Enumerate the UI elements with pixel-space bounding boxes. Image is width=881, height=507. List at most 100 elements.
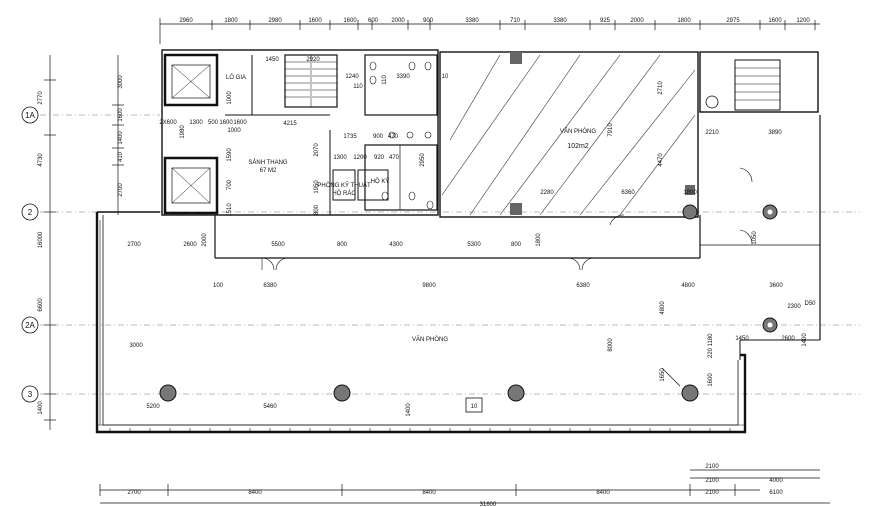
office-dim-4: 6380 <box>576 283 590 289</box>
inner-dim-5: 10 <box>442 74 449 80</box>
inner-dim-12: 3890 <box>768 130 782 136</box>
top-dim-15: 2975 <box>726 18 740 24</box>
top-dim-12: 925 <box>600 18 611 24</box>
right-dim-7: 1600 <box>708 373 714 387</box>
vert-dim-11: 110 <box>382 75 388 85</box>
left-inner-dim-4: 410 <box>118 151 124 162</box>
toilet-block-top <box>364 54 438 116</box>
column-2 <box>333 384 351 402</box>
top-dim-14: 1800 <box>677 18 691 24</box>
room-ho-ky: HỘ KỸ <box>371 178 390 185</box>
office-left-dim: 3000 <box>129 343 143 349</box>
top-dim-2: 1800 <box>224 18 238 24</box>
inner-dim-21: 920 <box>374 155 385 161</box>
room-van-phong-top-area: 102m2 <box>567 143 589 150</box>
top-dim-16: 1600 <box>768 18 782 24</box>
office-dim-1: 100 <box>213 283 224 289</box>
band-dim-1: 2280 <box>540 190 554 196</box>
right-dim-10: D50 <box>804 301 816 307</box>
elevator-shaft-1 <box>163 53 219 107</box>
office-height-dim: 8000 <box>608 338 614 352</box>
vert-dim-8: 1000 <box>227 91 233 105</box>
top-dim-7: 2000 <box>391 18 405 24</box>
band-dim-3: 1800 <box>683 190 697 196</box>
left-dim-1: 2770 <box>38 91 44 105</box>
vert-dim-2: 7910 <box>608 123 614 137</box>
right-dim-8: 1180 <box>708 333 714 347</box>
grid-bubble-1a <box>21 106 39 124</box>
left-dim-2: 4730 <box>38 153 44 167</box>
right-dim-3: 1450 <box>735 336 749 342</box>
north-arrow-label: 10 <box>471 404 478 410</box>
column-4 <box>681 384 699 402</box>
room-van-phong-top: VĂN PHÒNG <box>560 128 596 135</box>
inner-dim-6: 110 <box>353 84 363 90</box>
vert-dim-1: 2710 <box>658 81 664 95</box>
left-inner-dim-2: 1600 <box>118 108 124 122</box>
grid-lines <box>40 114 860 395</box>
top-dim-3: 2980 <box>268 18 282 24</box>
top-dim-10: 710 <box>510 18 521 24</box>
bottom-dimension-labels: 2700 8400 8400 8400 2100 6100 31600 2100… <box>127 464 783 507</box>
top-dim-6: 600 <box>368 18 379 24</box>
room-lo-gia: LÔ GIA <box>226 74 246 81</box>
corridor-dim-3: 2000 <box>202 233 208 247</box>
vert-dim-7: 800 <box>314 204 320 215</box>
grid-bubble-2a <box>21 316 39 334</box>
top-dimension-chain <box>159 18 820 44</box>
inner-dim-2: 2920 <box>306 57 320 63</box>
core-block <box>161 49 439 216</box>
column-1 <box>159 384 177 402</box>
tech-room-1 <box>332 169 356 201</box>
bottom-inner-dim-1: 5200 <box>146 404 160 410</box>
elevator-shaft-2 <box>163 156 219 215</box>
inner-dim-11: 2210 <box>705 130 719 136</box>
left-inner-dim-5: 2700 <box>118 183 124 197</box>
vert-dim-14: 1050 <box>752 231 758 245</box>
column-5 <box>682 204 698 220</box>
corridor-dim-8: 800 <box>511 242 522 248</box>
grid-label-1a: 1A <box>25 111 35 120</box>
structural-columns <box>159 204 778 402</box>
top-office <box>439 51 699 218</box>
grid-bubble-2 <box>21 203 39 221</box>
bottom-right-dim-3: 4000 <box>769 478 783 484</box>
top-dimension-labels: 2960 1800 2980 1600 1600 600 2000 900 33… <box>179 18 810 24</box>
facade-mullions <box>99 220 731 432</box>
right-dim-5: 1400 <box>802 333 808 347</box>
grid-label-3: 3 <box>28 390 33 399</box>
office-dim-5: 4800 <box>681 283 695 289</box>
tech-room-2 <box>357 169 389 201</box>
door-swings <box>261 167 753 271</box>
office-dim-6: 3600 <box>769 283 783 289</box>
top-dim-9: 3380 <box>465 18 479 24</box>
inner-dim-18: 1000 <box>227 128 241 134</box>
left-inner-dim-1: 3000 <box>118 75 124 89</box>
bottom-dim-1: 2700 <box>127 490 141 496</box>
top-dim-11: 3380 <box>553 18 567 24</box>
inner-dim-22: 470 <box>389 155 400 161</box>
grid-label-2a: 2A <box>25 321 35 330</box>
right-dim-1: 4800 <box>660 301 666 315</box>
top-dim-4: 1600 <box>308 18 322 24</box>
bottom-dim-5: 2100 <box>705 490 719 496</box>
inner-dim-16: 1600 <box>219 120 233 126</box>
corridor-dim-9: 1800 <box>536 233 542 247</box>
room-sanh-area: 67 M2 <box>260 168 277 174</box>
inner-dim-20: 1200 <box>353 155 367 161</box>
left-dimension-labels: 2770 4730 16000 6600 1400 3000 1600 1400… <box>38 75 124 415</box>
right-core <box>699 51 819 113</box>
inner-dim-14: 1300 <box>189 120 203 126</box>
vert-dim-5: 1980 <box>180 125 186 139</box>
grid-bubble-3 <box>21 385 39 403</box>
room-phong-ky-thuat: PHÒNG KỸ THUẬT <box>317 182 371 189</box>
inner-dimensions: 1450 2920 1240 3390 10 110 4215 1735 900… <box>127 57 816 417</box>
room-labels: LÔ GIA SẢNH THANG 67 M2 VĂN PHÒNG 102m2 … <box>226 74 596 343</box>
bottom-total: 31600 <box>480 502 497 507</box>
grid-label-2: 2 <box>28 208 33 217</box>
inner-dim-13: 2X600 <box>159 120 177 126</box>
top-dim-5: 1600 <box>343 18 357 24</box>
top-dim-17: 1200 <box>796 18 810 24</box>
right-dim-2: 2300 <box>787 304 801 310</box>
right-dim-6: 1650 <box>660 368 666 382</box>
